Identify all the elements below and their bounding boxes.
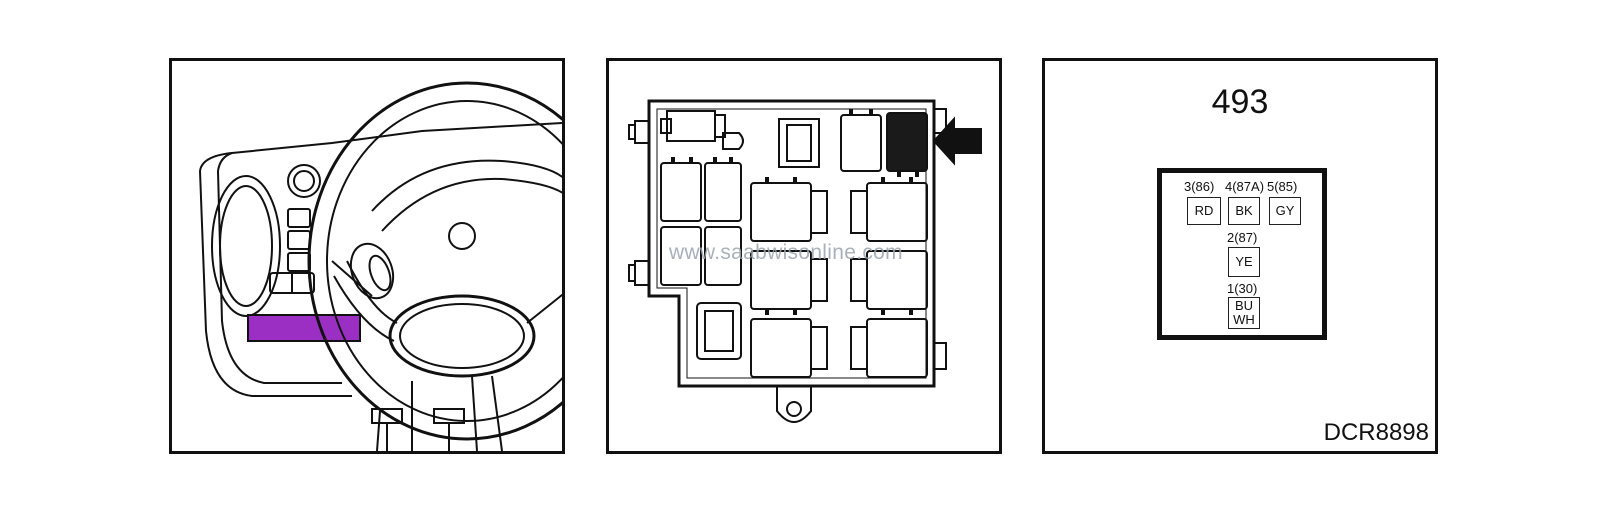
- pin-label-4: 4(87A): [1225, 179, 1265, 194]
- highlighted-relay: [886, 112, 928, 172]
- pin-color-line2: WH: [1233, 312, 1255, 327]
- connector-pinout: 3(86) 4(87A) 5(85) RD BK GY 2(87) YE 1(3…: [1157, 168, 1327, 340]
- document-code: DCR8898: [1323, 419, 1429, 446]
- dashboard-illustration: [199, 81, 562, 451]
- highlighted-location: [247, 314, 361, 342]
- component-number: 493: [1211, 83, 1269, 121]
- pin-cell-2: YE: [1228, 247, 1260, 277]
- pin-label-1: 1(30): [1227, 281, 1258, 296]
- pin-cell-3: RD: [1187, 197, 1221, 225]
- pin-color: YE: [1235, 254, 1253, 269]
- pin-color-line1: BU: [1234, 298, 1254, 313]
- pin-cell-1: BU WH: [1228, 297, 1260, 329]
- pinout-panel: 493 3(86) 4(87A) 5(85) RD BK GY 2(87) YE…: [1042, 58, 1438, 454]
- pin-color: RD: [1194, 203, 1214, 218]
- pin-label-2: 2(87): [1227, 230, 1258, 245]
- pin-color: BK: [1235, 203, 1253, 218]
- watermark: www.saabwisonline.com: [669, 241, 903, 264]
- pin-color: GY: [1275, 203, 1295, 218]
- pin-label-5: 5(85): [1267, 179, 1298, 194]
- dashboard-location-panel: [169, 58, 565, 454]
- relay-box-panel: www.saabwisonline.com: [606, 58, 1002, 454]
- pin-cell-5: GY: [1269, 197, 1301, 225]
- pin-label-3: 3(86): [1184, 179, 1215, 194]
- relay-box-illustration: [628, 99, 982, 423]
- pin-cell-4: BK: [1228, 197, 1260, 225]
- arrow-icon: [932, 116, 982, 166]
